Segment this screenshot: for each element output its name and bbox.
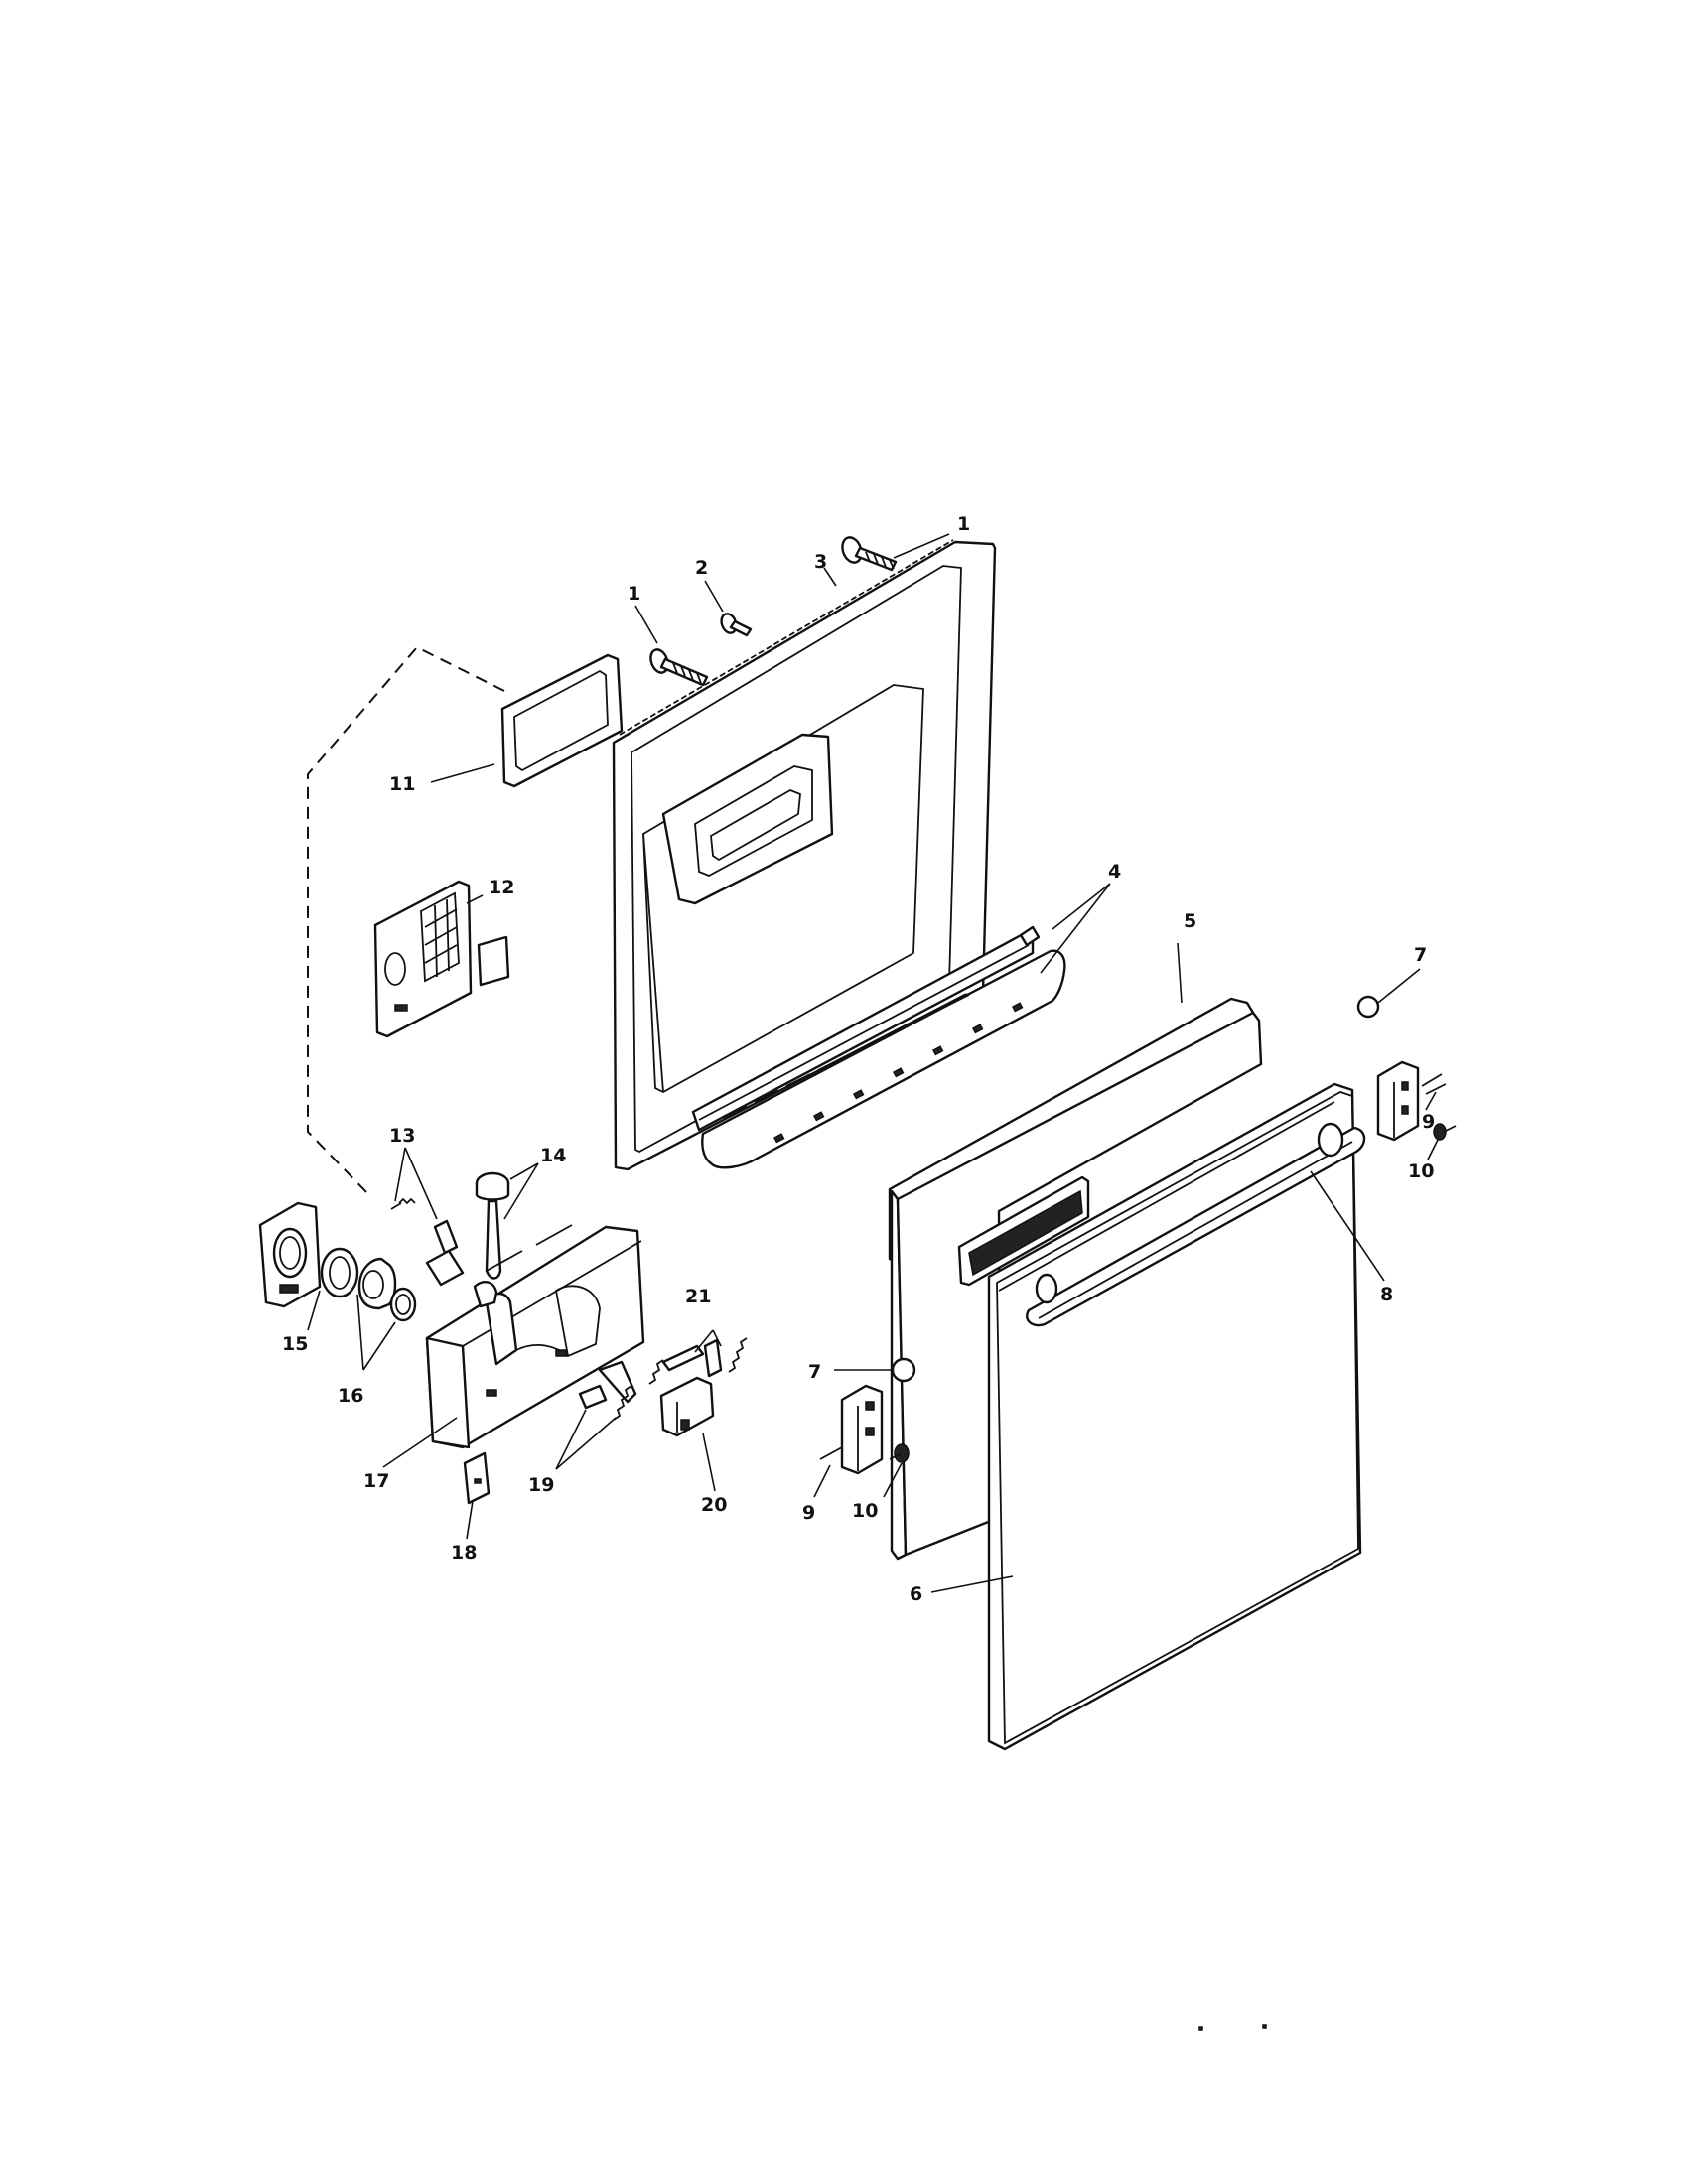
actuator-20: [659, 1376, 715, 1437]
callout-18: 18: [451, 1542, 477, 1564]
callout-2: 2: [695, 557, 708, 579]
callout-16: 16: [338, 1385, 363, 1407]
callout-1-lower: 1: [628, 583, 640, 605]
hinge-bracket-right: [1376, 1060, 1420, 1142]
callout-9-right: 9: [1422, 1111, 1435, 1133]
callout-9-left: 9: [802, 1502, 815, 1524]
dispenser-gasket: [500, 653, 624, 788]
door-handle: [1026, 1122, 1366, 1327]
dispenser-lid: [258, 1201, 322, 1308]
hinge-bracket-left: [840, 1384, 884, 1475]
scan-specks: [1198, 2024, 1267, 2031]
screw-10-left: [889, 1443, 910, 1463]
callout-21: 21: [685, 1286, 711, 1307]
seal-ring-16a: [320, 1247, 359, 1298]
dispenser-body: [425, 1224, 645, 1449]
callout-5: 5: [1184, 910, 1196, 932]
callout-7-left: 7: [808, 1361, 821, 1383]
screw-1-upper: [841, 536, 898, 572]
callout-4: 4: [1108, 861, 1121, 883]
bumper-7-left: [891, 1357, 916, 1383]
callout-15: 15: [282, 1333, 308, 1355]
callout-1-upper: 1: [957, 513, 970, 535]
callout-10-left: 10: [852, 1500, 878, 1522]
screw-10-right: [1433, 1123, 1457, 1141]
assembly-group-outline: [307, 645, 505, 1196]
callout-3: 3: [814, 551, 827, 573]
screw-9-right: [1421, 1073, 1447, 1095]
seal-ring-16b: [357, 1257, 397, 1310]
small-plate: [463, 1451, 491, 1505]
callout-8: 8: [1380, 1284, 1393, 1305]
spring-pin-13: [390, 1197, 465, 1287]
bottom-trim-strip: [691, 925, 1066, 1169]
callout-17: 17: [363, 1470, 389, 1492]
callout-20: 20: [701, 1494, 727, 1516]
callout-13: 13: [389, 1125, 415, 1147]
seal-ring-16c: [389, 1287, 417, 1322]
callout-11: 11: [389, 773, 415, 795]
screw-2: [720, 613, 753, 637]
screw-9-left: [819, 1446, 843, 1460]
leader-lines: [307, 533, 1439, 1593]
bracket-spring-21: [661, 1337, 748, 1378]
door-gasket-strip: [619, 539, 954, 736]
callout-12: 12: [489, 877, 514, 898]
dispenser-cover: [373, 880, 510, 1038]
bumper-7-right: [1356, 995, 1380, 1019]
callout-10-right: 10: [1408, 1160, 1434, 1182]
callout-6: 6: [910, 1583, 922, 1605]
rinse-aid-cap: [475, 1171, 510, 1280]
callout-14: 14: [540, 1145, 566, 1166]
callout-7-right: 7: [1414, 944, 1427, 966]
callout-19: 19: [528, 1474, 554, 1496]
lever-spring-19: [578, 1359, 664, 1421]
outer-door-panel: [957, 1082, 1362, 1751]
screw-1-lower: [649, 648, 709, 687]
callout-labels: 1 1 2 3 4 5 6 7 7 8 9 9 10 10 11 12 13 1…: [282, 513, 1435, 1605]
